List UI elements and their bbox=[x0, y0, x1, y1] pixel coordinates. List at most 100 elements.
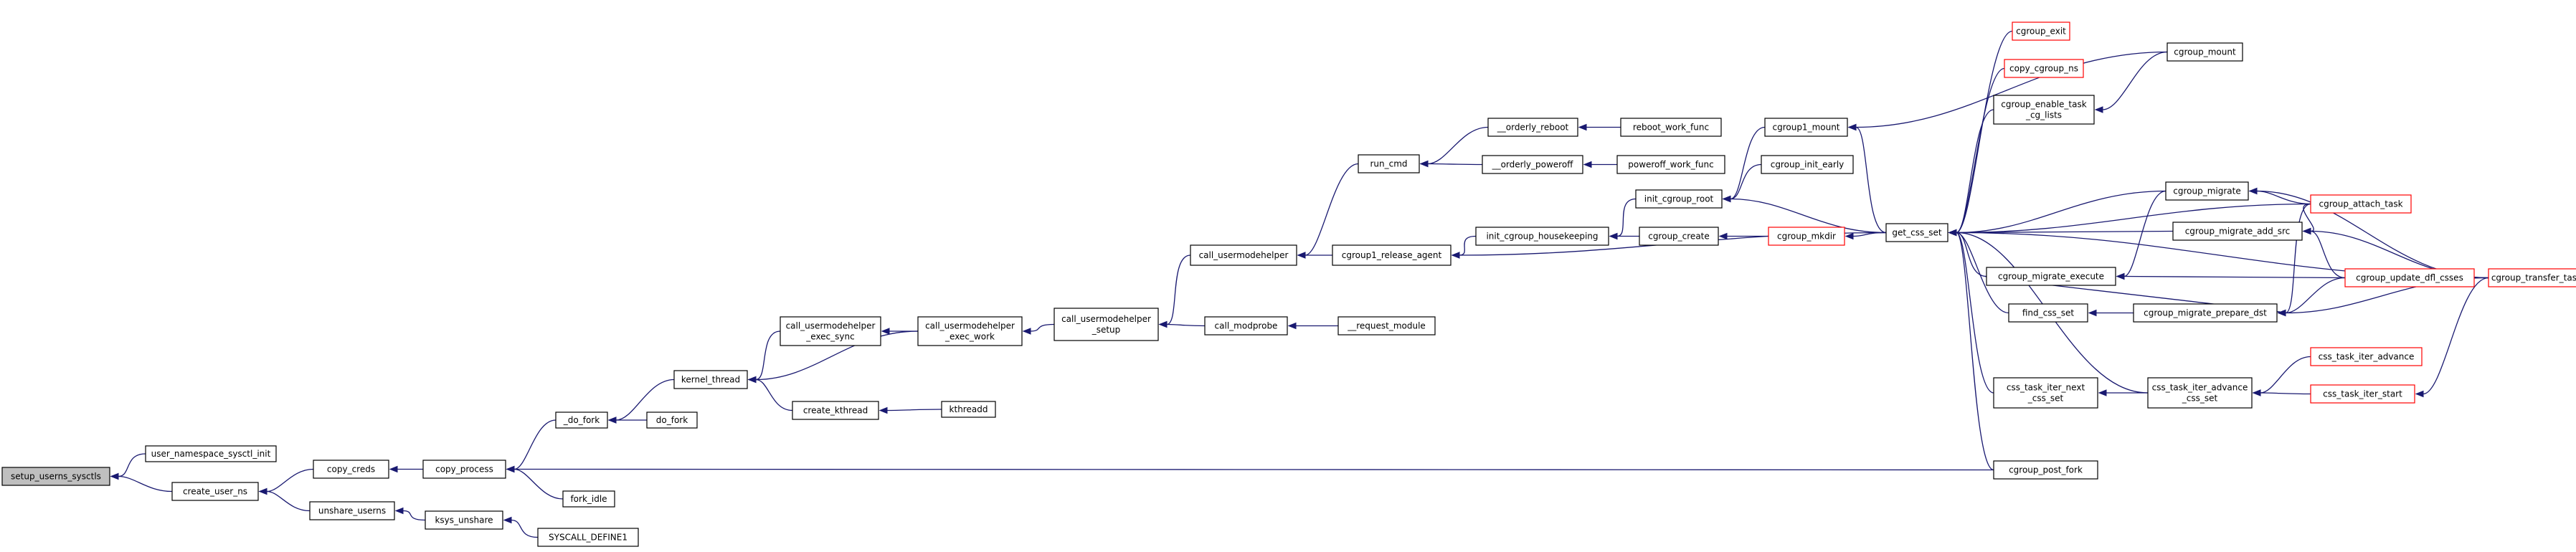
edge-create-user-ns--copy-creds bbox=[258, 468, 314, 495]
node-cgroup-post-fork[interactable]: cgroup_post_fork bbox=[1993, 460, 2098, 480]
node-cgroup-mount[interactable]: cgroup_mount bbox=[2167, 42, 2243, 62]
edge-line bbox=[2285, 277, 2346, 314]
node-label: cgroup_migrate_add_src bbox=[2185, 227, 2291, 237]
node-box bbox=[1761, 155, 1854, 174]
node-create-kthread[interactable]: create_kthread bbox=[792, 401, 879, 420]
node-syscall-define1[interactable]: SYSCALL_DEFINE1 bbox=[537, 528, 639, 547]
edge-run-cmd----orderly-poweroff bbox=[1419, 160, 1483, 168]
node-label: call_usermodehelper bbox=[925, 321, 1015, 331]
node-unshare-userns[interactable]: unshare_userns bbox=[309, 501, 395, 520]
node-kernel-thread[interactable]: kernel_thread bbox=[673, 370, 748, 389]
node-call-usermodehelper-exec-work[interactable]: call_usermodehelper_exec_work bbox=[917, 316, 1023, 346]
node-copy-creds[interactable]: copy_creds bbox=[313, 460, 389, 479]
edge-unshare-userns--ksys-unshare bbox=[394, 507, 426, 521]
edge-get-css-set--cgroup-enable-task-cg-lists bbox=[1948, 109, 1994, 237]
edge-line bbox=[1852, 232, 1887, 237]
node-cgroup-exit[interactable]: cgroup_exit bbox=[2012, 22, 2070, 41]
edge-arrowhead bbox=[1718, 232, 1728, 240]
node-cgroup1-release-agent[interactable]: cgroup1_release_agent bbox=[1332, 244, 1452, 266]
node-cgroup-migrate[interactable]: cgroup_migrate bbox=[2165, 181, 2249, 201]
edge-line bbox=[402, 510, 426, 521]
edge-line bbox=[2423, 277, 2489, 395]
node-call-usermodehelper-exec-sync[interactable]: call_usermodehelper_exec_sync bbox=[780, 316, 881, 346]
node-kthreadd[interactable]: kthreadd bbox=[941, 401, 996, 418]
node--do-fork[interactable]: _do_fork bbox=[555, 411, 608, 429]
edge-line bbox=[755, 330, 781, 381]
edge-arrowhead bbox=[1287, 322, 1297, 330]
node-call-usermodehelper-setup[interactable]: call_usermodehelper_setup bbox=[1053, 308, 1159, 341]
edge--do-fork--do-fork bbox=[607, 417, 647, 424]
node-cgroup-enable-task-cg-lists[interactable]: cgroup_enable_task_cg_lists bbox=[1993, 95, 2095, 125]
node-cgroup-migrate-add-src[interactable]: cgroup_migrate_add_src bbox=[2172, 222, 2303, 241]
node-init-cgroup-housekeeping[interactable]: init_cgroup_housekeeping bbox=[1475, 227, 1609, 246]
node-label: run_cmd bbox=[1370, 159, 1407, 169]
node-fork-idle[interactable]: fork_idle bbox=[562, 490, 615, 508]
node---orderly-poweroff[interactable]: __orderly_poweroff bbox=[1482, 155, 1583, 174]
node---orderly-reboot[interactable]: __orderly_reboot bbox=[1487, 118, 1578, 137]
node-cgroup1-mount[interactable]: cgroup1_mount bbox=[1764, 118, 1848, 137]
node-poweroff-work-func[interactable]: poweroff_work_func bbox=[1616, 155, 1725, 174]
node-box bbox=[425, 510, 503, 530]
node-copy-cgroup-ns[interactable]: copy_cgroup_ns bbox=[2004, 59, 2084, 78]
node-cgroup-update-dfl-csses[interactable]: cgroup_update_dfl_csses bbox=[2344, 268, 2475, 287]
node-do-fork[interactable]: do_fork bbox=[646, 411, 698, 429]
node-label: _exec_work bbox=[944, 332, 995, 342]
node-label: get_css_set bbox=[1892, 228, 1941, 238]
edge-line bbox=[513, 419, 557, 470]
node-reboot-work-func[interactable]: reboot_work_func bbox=[1620, 118, 1722, 137]
edge-create-kthread--kthreadd bbox=[879, 406, 942, 414]
node-box bbox=[1487, 118, 1578, 137]
edge-init-cgroup-housekeeping--cgroup-create bbox=[1609, 232, 1639, 240]
edge-arrowhead bbox=[389, 465, 398, 473]
edge-arrowhead bbox=[2098, 389, 2107, 396]
node-box bbox=[145, 445, 277, 462]
node-css-task-iter-advance-css-set[interactable]: css_task_iter_advance_css_set bbox=[2147, 377, 2253, 409]
node-ksys-unshare[interactable]: ksys_unshare bbox=[425, 510, 503, 530]
node-box bbox=[1, 467, 110, 486]
node-cgroup-create[interactable]: cgroup_create bbox=[1639, 227, 1719, 246]
node-label: create_user_ns bbox=[183, 487, 247, 497]
edge-arrowhead bbox=[2248, 187, 2258, 195]
node-label: _do_fork bbox=[563, 415, 600, 425]
node-box bbox=[917, 316, 1023, 346]
node-cgroup-mkdir[interactable]: cgroup_mkdir bbox=[1768, 227, 1845, 246]
node-init-cgroup-root[interactable]: init_cgroup_root bbox=[1635, 189, 1723, 209]
node-box bbox=[792, 401, 879, 420]
node-layer: setup_userns_sysctls user_namespace_sysct… bbox=[1, 22, 2576, 547]
node-label: reboot_work_func bbox=[1633, 123, 1709, 133]
node-css-task-iter-next-css-set[interactable]: css_task_iter_next_css_set bbox=[1993, 377, 2098, 409]
node-run-cmd[interactable]: run_cmd bbox=[1358, 154, 1420, 173]
node-css-task-iter-advance[interactable]: css_task_iter_advance bbox=[2310, 347, 2423, 366]
node-cgroup-attach-task[interactable]: cgroup_attach_task bbox=[2310, 194, 2412, 214]
edge-create-user-ns--unshare-userns bbox=[258, 487, 311, 512]
edge-line bbox=[513, 468, 564, 500]
node-cgroup-migrate-execute[interactable]: cgroup_migrate_execute bbox=[1986, 267, 2116, 286]
edge-arrowhead bbox=[2415, 390, 2424, 398]
edge-css-task-iter-start--cgroup-transfer-tasks bbox=[2415, 277, 2489, 398]
node-label: kernel_thread bbox=[681, 375, 740, 385]
node-copy-process[interactable]: copy_process bbox=[422, 460, 506, 479]
edge-line bbox=[266, 490, 311, 512]
edge-line bbox=[1304, 163, 1359, 256]
node-cgroup-migrate-prepare-dst[interactable]: cgroup_migrate_prepare_dst bbox=[2133, 303, 2278, 323]
node-box bbox=[313, 460, 389, 479]
node-find-css-set[interactable]: find_css_set bbox=[2008, 303, 2088, 323]
node-label: _exec_sync bbox=[805, 332, 854, 342]
node-call-modprobe[interactable]: call_modprobe bbox=[1204, 316, 1288, 336]
node-user-namespace-sysctl-init[interactable]: user_namespace_sysctl_init bbox=[145, 445, 277, 462]
node-create-user-ns[interactable]: create_user_ns bbox=[171, 482, 259, 501]
node-get-css-set[interactable]: get_css_set bbox=[1885, 223, 1948, 242]
node-box bbox=[2133, 303, 2278, 323]
edge-cgroup-migrate-execute--cgroup-update-dfl-csses bbox=[2116, 272, 2346, 280]
node-cgroup-transfer-tasks[interactable]: cgroup_transfer_tasks bbox=[2488, 268, 2576, 287]
node-setup-userns-sysctls[interactable]: setup_userns_sysctls bbox=[1, 467, 110, 486]
node-box bbox=[780, 316, 881, 346]
node-label: _setup bbox=[1092, 325, 1121, 335]
node-cgroup-init-early[interactable]: cgroup_init_early bbox=[1761, 155, 1854, 174]
node---request-module[interactable]: __request_module bbox=[1337, 316, 1436, 336]
node-call-usermodehelper[interactable]: call_usermodehelper bbox=[1190, 244, 1297, 266]
edge-find-css-set--cgroup-migrate-prepare-dst bbox=[2088, 309, 2134, 317]
node-label: call_usermodehelper bbox=[1061, 314, 1151, 324]
node-css-task-iter-start[interactable]: css_task_iter_start bbox=[2310, 384, 2415, 404]
